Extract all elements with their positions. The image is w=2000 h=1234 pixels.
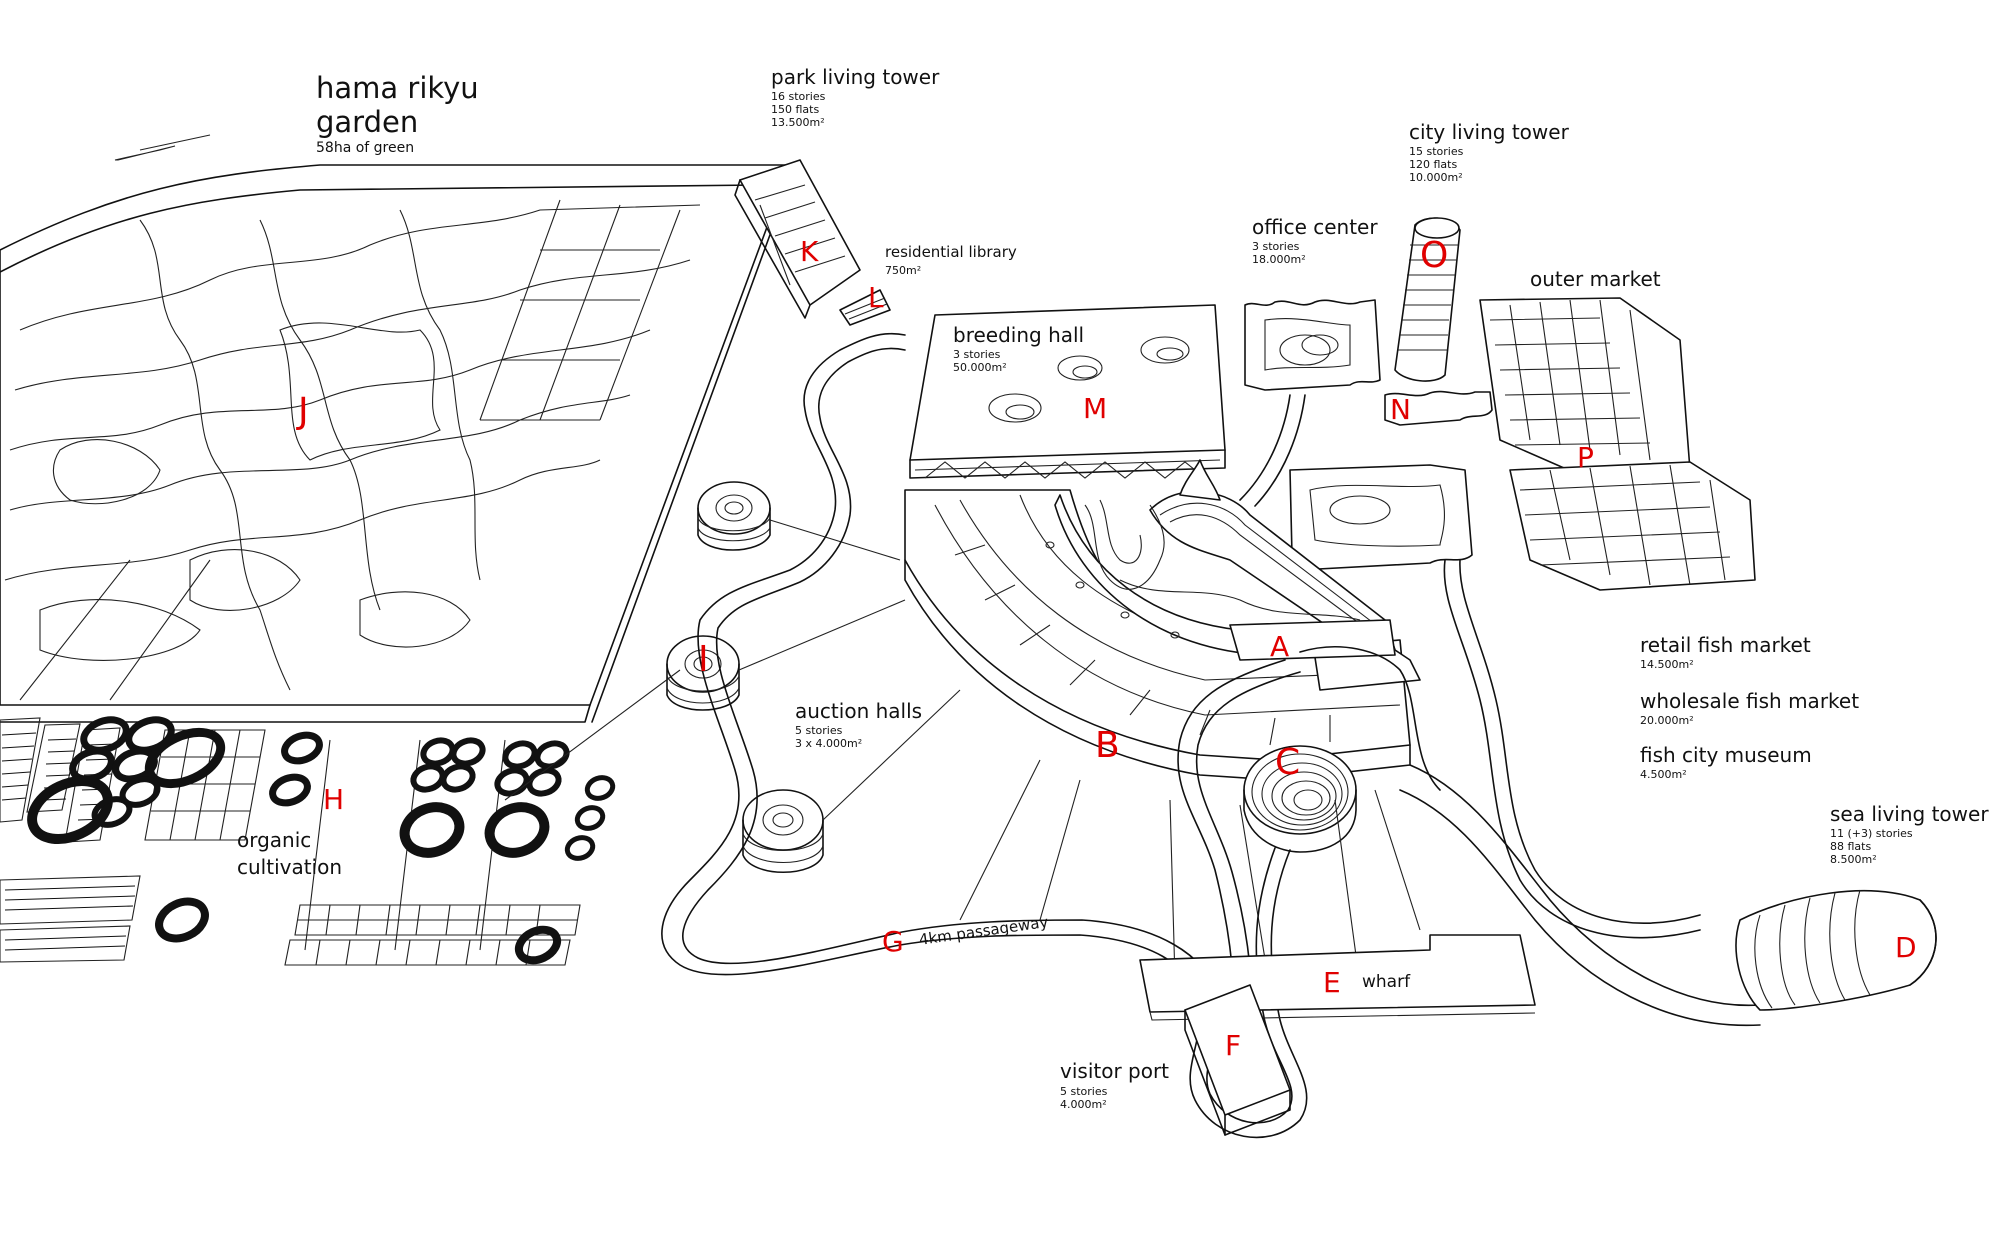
marker-l: L — [868, 281, 884, 314]
residential-library-area: 750m² — [885, 264, 922, 277]
breeding-hall-shape — [909, 304, 1226, 479]
visitor-port-title: visitor port — [1060, 1059, 1170, 1083]
wharf-label: wharf — [1362, 972, 1411, 992]
outer-market-title: outer market — [1530, 267, 1661, 291]
marker-n: N — [1390, 393, 1411, 426]
office-center-area: 18.000m² — [1252, 253, 1306, 266]
organic-cultivation-line2: cultivation — [237, 855, 343, 879]
residential-library-shape — [839, 289, 891, 326]
marker-m: M — [1083, 392, 1108, 425]
marker-g: G — [882, 925, 904, 958]
museum-spiral — [1243, 745, 1357, 853]
breeding-hall-stories: 3 stories — [953, 348, 1001, 361]
residential-library-title: residential library — [885, 243, 1017, 261]
retail-fish-market-title: retail fish market — [1640, 633, 1811, 657]
office-center-title: office center — [1252, 215, 1378, 239]
marker-c: C — [1275, 742, 1301, 783]
city-living-tower-stories: 15 stories — [1409, 145, 1464, 158]
marker-o: O — [1420, 235, 1449, 276]
marker-d: D — [1895, 931, 1917, 964]
city-living-tower-flats: 120 flats — [1409, 158, 1458, 171]
city-living-tower-shape — [1394, 217, 1461, 382]
garden-detail: 58ha of green — [316, 140, 415, 156]
sea-living-tower-stories: 11 (+3) stories — [1830, 827, 1913, 840]
retail-fish-market-area: 14.500m² — [1640, 658, 1694, 671]
marker-b: B — [1095, 725, 1120, 766]
marker-f: F — [1225, 1029, 1242, 1062]
outer-market-blocks — [1479, 297, 1756, 591]
park-living-tower-shape — [734, 159, 861, 319]
marker-i: I — [698, 639, 709, 680]
park-living-tower-flats: 150 flats — [771, 103, 820, 116]
marker-h: H — [323, 783, 345, 816]
auction-halls-stories: 5 stories — [795, 724, 843, 737]
fish-city-museum-area: 4.500m² — [1640, 768, 1687, 781]
visitor-port-stories: 5 stories — [1060, 1085, 1108, 1098]
market-ramp — [1084, 459, 1396, 656]
marker-k: K — [800, 235, 819, 268]
office-center-stories: 3 stories — [1252, 240, 1300, 253]
wholesale-fish-market-title: wholesale fish market — [1640, 689, 1860, 713]
park-living-tower-title: park living tower — [771, 65, 940, 89]
visitor-port-shape — [1184, 984, 1291, 1136]
marker-a: A — [1270, 630, 1290, 663]
marker-e: E — [1323, 966, 1341, 999]
sea-living-tower-area: 8.500m² — [1830, 853, 1877, 866]
sea-living-tower-flats: 88 flats — [1830, 840, 1872, 853]
passageway-ribbon — [661, 332, 1308, 1139]
organic-cultivation-line1: organic — [237, 828, 312, 852]
sea-living-tower-title: sea living tower — [1830, 802, 1989, 826]
park-living-tower-area: 13.500m² — [771, 116, 825, 129]
auction-halls-title: auction halls — [795, 699, 923, 723]
auction-tower-middle — [666, 635, 740, 711]
auction-tower-bottom — [742, 789, 824, 873]
auction-tower-top — [697, 481, 771, 551]
city-living-tower-title: city living tower — [1409, 120, 1569, 144]
cultivation-fields — [0, 716, 616, 966]
park-living-tower-stories: 16 stories — [771, 90, 826, 103]
city-living-tower-area: 10.000m² — [1409, 171, 1463, 184]
breeding-hall-area: 50.000m² — [953, 361, 1007, 374]
breeding-hall-title: breeding hall — [953, 323, 1085, 347]
marker-j: J — [298, 391, 309, 432]
visitor-port-area: 4.000m² — [1060, 1098, 1107, 1111]
wholesale-fish-market-area: 20.000m² — [1640, 714, 1694, 727]
garden-title-line1: hama rikyu — [316, 71, 479, 105]
sea-living-tower-shape — [1735, 889, 1937, 1011]
office-center-shape — [1244, 299, 1493, 571]
garden-block — [0, 164, 791, 723]
auction-halls-area: 3 x 4.000m² — [795, 737, 863, 750]
garden-title-line2: garden — [316, 105, 419, 139]
fish-city-museum-title: fish city museum — [1640, 743, 1812, 767]
marker-p: P — [1577, 441, 1594, 474]
